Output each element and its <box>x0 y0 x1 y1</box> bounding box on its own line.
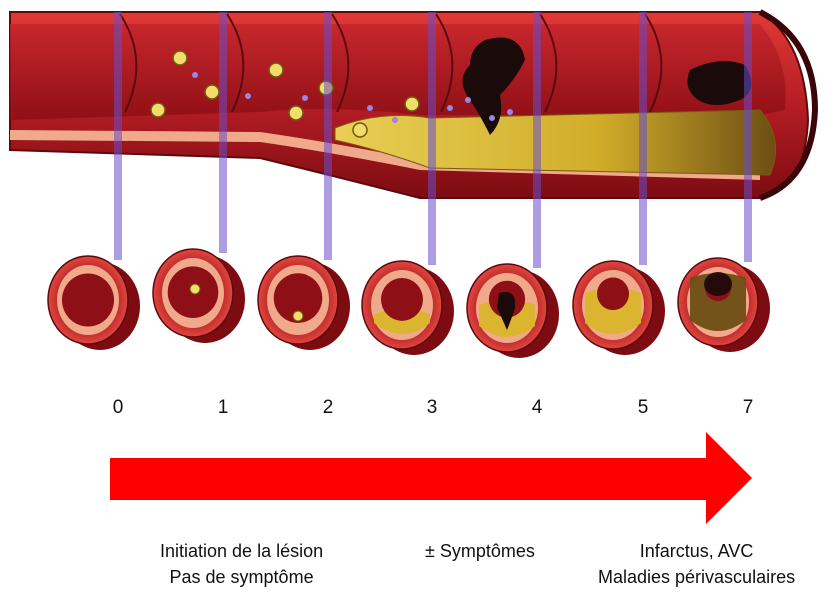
lipid-particle <box>367 105 373 111</box>
caption-initiation-line1: Initiation de la lésion <box>160 538 323 564</box>
cross-section-1 <box>153 249 245 343</box>
foam-cell <box>173 51 187 65</box>
guide-line <box>428 12 436 265</box>
cross-section-2 <box>258 256 350 350</box>
foam-cell <box>269 63 283 77</box>
foam-cell <box>205 85 219 99</box>
lipid-particle <box>392 117 398 123</box>
guide-line <box>639 12 647 265</box>
stage-label-3: 3 <box>412 397 452 419</box>
guide-line <box>744 12 752 262</box>
cross-section-7 <box>678 258 770 352</box>
lipid-particle <box>192 72 198 78</box>
lipid-particle <box>245 93 251 99</box>
stage-label-5: 5 <box>623 397 663 419</box>
guide-line <box>533 12 541 268</box>
stage-label-4: 4 <box>517 397 557 419</box>
lipid-particle <box>302 95 308 101</box>
lipid-particle <box>465 97 471 103</box>
stage-label-1: 1 <box>203 397 243 419</box>
guide-line <box>324 12 332 260</box>
foam-cell <box>289 106 303 120</box>
caption-outcomes-line1: Infarctus, AVC <box>598 538 795 564</box>
stage-label-0: 0 <box>98 397 138 419</box>
lipid-particle <box>447 105 453 111</box>
foam-cell <box>353 123 367 137</box>
longitudinal-artery <box>10 12 815 198</box>
caption-symptoms: ± Symptômes <box>425 538 535 564</box>
lipid-particle <box>489 115 495 121</box>
stage-label-2: 2 <box>308 397 348 419</box>
cross-sections <box>48 249 770 358</box>
caption-outcomes: Infarctus, AVC Maladies périvasculaires <box>598 538 795 590</box>
lipid-particle <box>507 109 513 115</box>
cross-section-5 <box>573 261 665 355</box>
progression-arrow <box>110 432 752 524</box>
cross-section-0 <box>48 256 140 350</box>
guide-line <box>219 12 227 253</box>
caption-initiation: Initiation de la lésion Pas de symptôme <box>160 538 323 590</box>
stage-label-7: 7 <box>728 397 768 419</box>
foam-cell <box>405 97 419 111</box>
caption-initiation-line2: Pas de symptôme <box>160 564 323 590</box>
foam-cell <box>151 103 165 117</box>
cross-section-3 <box>362 261 454 355</box>
guide-line <box>114 12 122 260</box>
caption-symptoms-line1: ± Symptômes <box>425 538 535 564</box>
cross-section-4 <box>467 264 559 358</box>
caption-outcomes-line2: Maladies périvasculaires <box>598 564 795 590</box>
